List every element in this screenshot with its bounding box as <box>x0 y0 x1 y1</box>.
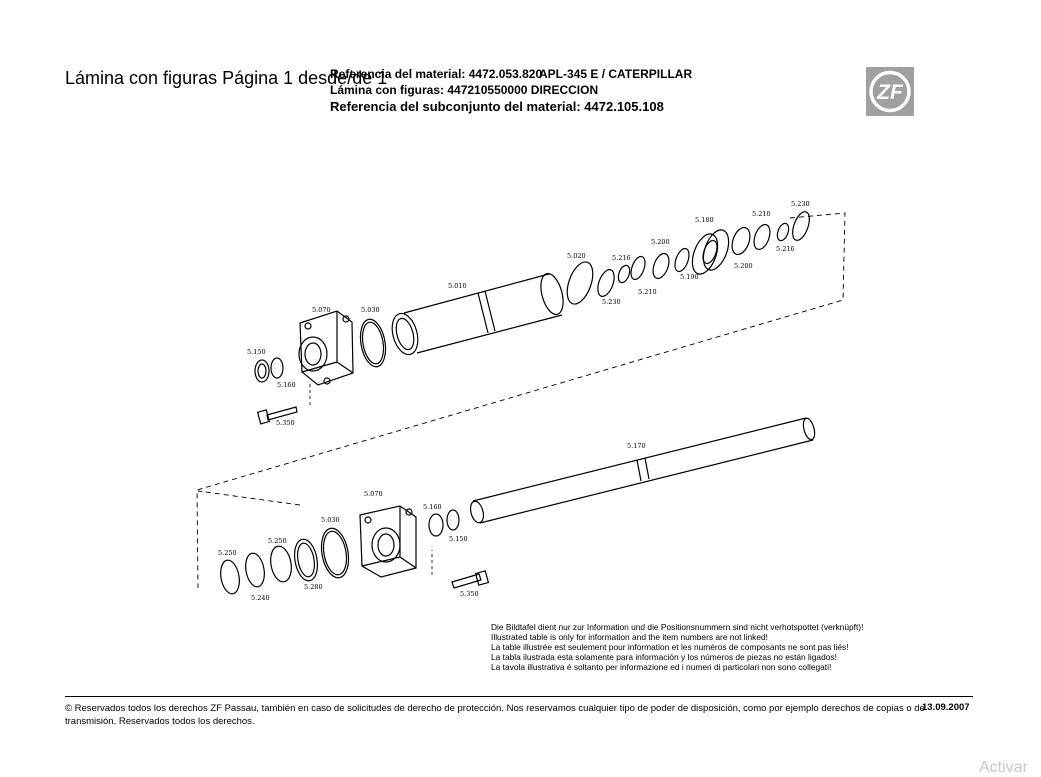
label-5190: 5.190 <box>680 273 699 281</box>
label-5250: 5.250 <box>218 549 237 557</box>
label-5010: 5.010 <box>448 282 467 290</box>
label-5210: 5.210 <box>638 288 657 296</box>
label-5250: 5.250 <box>268 537 287 545</box>
label-5230: 5.230 <box>602 298 621 306</box>
material-reference: Referencia del material: 4472.053.820 <box>330 67 543 81</box>
label-5170: 5.170 <box>627 442 646 450</box>
note-line: Die Bildtafel dient nur zur Information … <box>491 622 864 632</box>
ring-5020 <box>566 261 594 305</box>
zf-logo: ZF <box>866 67 914 116</box>
note-line: La tavola illustrativa é soltanto per in… <box>491 662 832 672</box>
label-5160: 5.160 <box>277 381 296 389</box>
ring-5250-b <box>270 545 292 583</box>
ring-5150-a <box>254 359 270 383</box>
model-reference: APL-345 E / CATERPILLAR <box>539 67 693 81</box>
ring-5160-a <box>270 357 284 379</box>
assembly-path-lower <box>197 490 301 506</box>
activation-watermark: Activar <box>979 759 1028 776</box>
label-5030: 5.030 <box>361 306 380 314</box>
note-line: La tabla ilustrada esta solamente para i… <box>491 652 837 662</box>
footer-date: 13.09.2007 <box>922 702 970 713</box>
figure-sheet-reference: Lámina con figuras: 447210550000 DIRECCI… <box>330 83 599 97</box>
label-5200: 5.200 <box>734 262 753 270</box>
ring-5150-b <box>446 509 460 531</box>
subassembly-reference: Referencia del subconjunto del material:… <box>330 99 664 114</box>
cylinder-barrel-5010 <box>403 273 563 354</box>
piston-rod-5170 <box>472 417 814 524</box>
label-5230: 5.230 <box>791 200 810 208</box>
label-5150: 5.150 <box>449 535 468 543</box>
ring-5230-a <box>792 211 810 241</box>
ring-5250-a <box>220 559 240 595</box>
label-5216: 5.216 <box>612 254 631 262</box>
disclaimer-notes: Die Bildtafel dient nur zur Information … <box>491 622 863 672</box>
footer-copyright: © Reservados todos los derechos ZF Passa… <box>65 703 925 727</box>
bolt-5350-a <box>266 406 298 421</box>
label-5240: 5.240 <box>251 594 270 602</box>
label-5020: 5.020 <box>567 252 586 260</box>
label-5180: 5.180 <box>695 216 714 224</box>
assembly-path-upper <box>196 212 846 589</box>
label-5210: 5.210 <box>752 210 771 218</box>
footer-divider <box>65 696 973 697</box>
label-5350: 5.350 <box>276 419 295 427</box>
label-5280: 5.280 <box>304 583 323 591</box>
ring-5160-b <box>428 513 444 537</box>
ring-5280 <box>293 538 319 582</box>
label-5070: 5.070 <box>312 306 331 314</box>
label-5070: 5.070 <box>364 490 383 498</box>
zf-logo-text: ZF <box>876 81 904 104</box>
page-title: Lámina con figuras Página 1 desde/de 1 <box>65 68 388 88</box>
label-5200: 5.200 <box>651 238 670 246</box>
ring-5030-a <box>359 318 387 368</box>
label-5030: 5.030 <box>321 516 340 524</box>
note-line: La table illustrée est seulement pour in… <box>491 642 849 652</box>
bolt-5350-b <box>451 573 482 589</box>
label-5160: 5.160 <box>423 503 442 511</box>
label-5150: 5.150 <box>247 348 266 356</box>
ring-5240 <box>245 552 265 588</box>
note-line: Illustrated table is only for informatio… <box>491 632 768 642</box>
ring-5030-b <box>320 527 350 579</box>
label-5216: 5.216 <box>776 245 795 253</box>
label-5350: 5.350 <box>460 590 479 598</box>
zf-logo-icon: ZF <box>866 67 914 116</box>
